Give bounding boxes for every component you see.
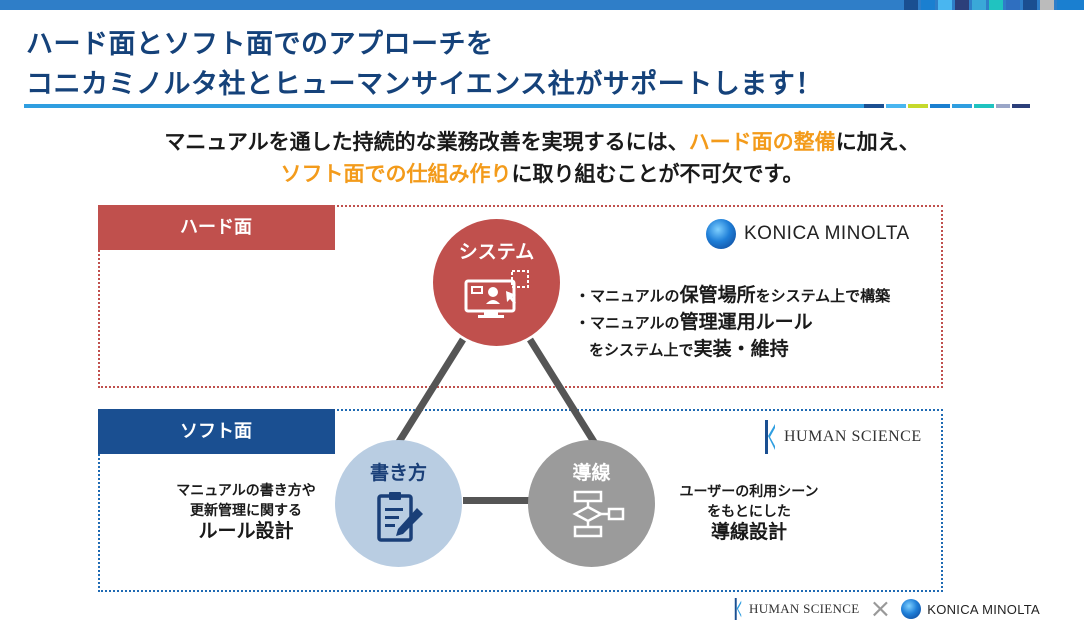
bullet1-text: をシステム上で構築 [755,287,891,305]
soft-panel [98,409,943,592]
intro-highlight: ソフト面での仕組み作り [280,162,512,186]
intro-text: に加え、 [835,130,920,154]
hard-tag: ハード面 [98,205,335,250]
bullet2-text: ・マニュアルの [575,314,680,332]
human-science-logo-text: HUMAN SCIENCE [784,428,922,445]
title-underline-segment [908,104,928,108]
intro-text: に取り組むことが不可欠です。 [511,162,804,186]
flow-desc-emphasis: 導線設計 [710,521,787,543]
page-title-line1: ハード面とソフト面でのアプローチを [26,29,494,60]
konica-minolta-logo-text: KONICA MINOLTA [744,223,910,244]
writing-desc-emphasis: ルール設計 [198,520,294,542]
title-underline-segment [864,104,884,108]
intro-line2: ソフト面での仕組み作りに取り組むことが不可欠です。 [0,158,1084,188]
footer-separator: × [869,594,892,624]
konica-minolta-logo: KONICA MINOLTA [706,219,910,249]
flow-description: ユーザーの利用シーン をもとにした 導線設計 [664,482,834,542]
writing-desc-line: マニュアルの書き方や [176,483,316,499]
title-underline-segment [930,104,950,108]
writing-circle: 書き方 [335,440,462,567]
footer-logos: HUMAN SCIENCE × KONICA MINOLTA [733,594,1041,624]
bullet1-emphasis: 保管場所 [679,284,756,306]
page-title-line2: コニカミノルタ社とヒューマンサイエンス社がサポートします！ [26,69,823,100]
bullet2-text: をシステム上で [589,341,694,359]
bullet1-text: ・マニュアルの [575,287,680,305]
system-monitor-icon [464,270,529,318]
title-underline [24,104,864,108]
footer-human-science-text: HUMAN SCIENCE [749,601,860,616]
clipboard-pen-icon [376,492,423,542]
flow-label: 導線 [572,462,611,484]
top-accent-bar [0,0,1084,10]
human-science-logo: HUMAN SCIENCE [764,420,922,454]
flow-desc-line: ユーザーの利用シーン [679,484,819,500]
flowchart-icon [571,490,624,538]
system-circle: システム [433,219,560,346]
bullet2-emphasis: 実装・維持 [693,338,789,360]
flow-circle: 導線 [528,440,655,567]
title-underline-segment [886,104,906,108]
writing-description: マニュアルの書き方や 更新管理に関する ルール設計 [176,481,316,541]
system-description: ・マニュアルの保管場所をシステム上で構築 ・マニュアルの管理運用ルール をシステ… [575,282,890,363]
connector-write-flow [463,497,529,504]
globe-icon [901,599,922,619]
title-underline-segment [974,104,994,108]
hard-panel [98,205,943,388]
writing-desc-line: 更新管理に関する [190,503,302,519]
footer-konica-minolta-text: KONICA MINOLTA [927,601,1041,617]
title-underline-segment [996,104,1010,108]
intro-line1: マニュアルを通した持続的な業務改善を実現するには、ハード面の整備に加え、 [0,126,1084,156]
human-science-mark-icon [734,598,742,620]
intro-highlight: ハード面の整備 [688,130,836,154]
flow-desc-line: をもとにした [707,504,791,520]
soft-tag: ソフト面 [98,409,335,454]
writing-label: 書き方 [369,462,427,484]
intro-text: マニュアルを通した持続的な業務改善を実現するには、 [164,130,689,154]
bullet2-emphasis: 管理運用ルール [679,311,813,333]
system-label: システム [458,241,535,263]
title-underline-segment [952,104,972,108]
globe-icon [706,219,736,249]
title-underline-segment [1012,104,1030,108]
human-science-mark-icon [765,420,775,454]
